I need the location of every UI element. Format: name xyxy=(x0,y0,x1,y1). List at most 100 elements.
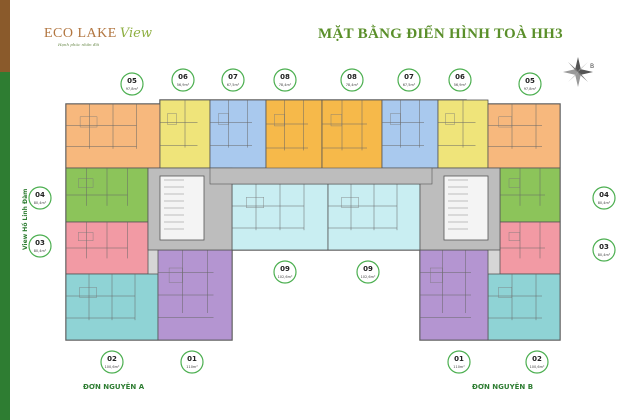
marker-01-right-circle xyxy=(447,350,471,374)
unit-07-right xyxy=(381,99,439,169)
marker-04-left-area: 80,4m² xyxy=(34,201,47,205)
unit-03-right xyxy=(499,221,561,275)
marker-07-left-area: 67,5m² xyxy=(227,83,240,87)
marker-08-right-circle xyxy=(340,68,364,92)
marker-07-left-circle xyxy=(221,68,245,92)
marker-07-right: 07 67,5m² xyxy=(397,68,421,92)
marker-04-left-code: 04 xyxy=(35,191,45,199)
wing-a-label: ĐƠN NGUYÊN A xyxy=(83,383,145,391)
marker-08-left-circle xyxy=(273,68,297,92)
wing-b-label: ĐƠN NGUYÊN B xyxy=(472,383,534,391)
unit-07-left-area xyxy=(209,99,267,169)
marker-04-right-circle xyxy=(592,186,616,210)
marker-04-right-area: 80,4m² xyxy=(598,201,611,205)
marker-06-right-circle xyxy=(448,68,472,92)
marker-07-right-code: 07 xyxy=(404,73,414,81)
unit-05-right xyxy=(487,103,561,169)
marker-05-left-circle xyxy=(120,72,144,96)
marker-01-left-code: 01 xyxy=(187,355,197,363)
unit-03-left-bed xyxy=(78,232,94,241)
unit-03-right-bed xyxy=(508,232,521,241)
marker-05-right-code: 05 xyxy=(525,77,535,85)
marker-06-right-code: 06 xyxy=(455,73,465,81)
unit-04-left-bed xyxy=(78,178,94,188)
marker-05-right: 05 97,8m² xyxy=(518,72,542,96)
logo-tagline: Hạnh phúc nhân đôi xyxy=(58,42,100,47)
unit-02-left xyxy=(65,273,159,341)
marker-02-left-circle xyxy=(100,350,124,374)
marker-06-right-area: 56,9m² xyxy=(454,83,467,87)
marker-04-right: 04 80,4m² xyxy=(592,186,616,210)
marker-05-right-circle xyxy=(518,72,542,96)
marker-03-left-code: 03 xyxy=(35,239,45,247)
side-strip-brown xyxy=(0,0,10,72)
marker-09-right-circle xyxy=(356,260,380,284)
unit-05-left xyxy=(65,103,161,169)
marker-06-right: 06 56,9m² xyxy=(448,68,472,92)
unit-02-left-bed xyxy=(79,287,97,298)
central-corridor xyxy=(209,167,433,185)
marker-02-right-circle xyxy=(525,350,549,374)
unit-08-left xyxy=(265,99,323,173)
marker-07-right-circle xyxy=(397,68,421,92)
marker-01-right-area: 110m² xyxy=(453,365,465,369)
marker-06-left-area: 56,9m² xyxy=(177,83,190,87)
logo-script-text: View xyxy=(119,26,152,41)
marker-09-left-circle xyxy=(273,260,297,284)
unit-05-left-bed xyxy=(79,116,98,128)
unit-07-left xyxy=(209,99,267,169)
marker-05-left-code: 05 xyxy=(127,77,137,85)
unit-06-right xyxy=(437,99,489,169)
unit-02-right-area xyxy=(487,273,561,341)
marker-04-left-circle xyxy=(28,186,52,210)
unit-02-right-bed xyxy=(498,287,512,298)
marker-09-left-code: 09 xyxy=(280,265,290,273)
unit-06-left-bed xyxy=(167,113,177,125)
marker-07-left-code: 07 xyxy=(228,73,238,81)
marker-09-left-area: 102,6m² xyxy=(278,275,293,279)
unit-08-right-bed xyxy=(330,114,343,127)
marker-08-right-code: 08 xyxy=(347,73,357,81)
marker-02-right-code: 02 xyxy=(532,355,542,363)
unit-03-left xyxy=(65,221,149,275)
marker-01-right: 01 110m² xyxy=(447,350,471,374)
unit-09-right xyxy=(327,183,421,251)
unit-04-right xyxy=(499,167,561,223)
unit-09-right-bed xyxy=(341,196,359,208)
unit-06-right-bed xyxy=(445,113,455,125)
compass-direction-label: B xyxy=(590,63,595,70)
marker-09-left: 09 102,6m² xyxy=(273,260,297,284)
unit-05-right-area xyxy=(487,103,561,169)
marker-08-left-code: 08 xyxy=(280,73,290,81)
marker-02-left-code: 02 xyxy=(107,355,117,363)
unit-01-right-bed xyxy=(430,267,443,283)
marker-07-left: 07 67,5m² xyxy=(221,68,245,92)
marker-01-right-code: 01 xyxy=(454,355,464,363)
marker-08-left-area: 78,4m² xyxy=(279,83,292,87)
unit-08-right-area xyxy=(321,99,383,173)
marker-05-right-area: 97,8m² xyxy=(524,87,537,91)
marker-09-right: 09 102,6m² xyxy=(356,260,380,284)
marker-09-right-code: 09 xyxy=(363,265,373,273)
unit-01-left-bed xyxy=(168,267,183,283)
marker-04-right-code: 04 xyxy=(599,191,609,199)
marker-07-right-area: 67,5m² xyxy=(403,83,416,87)
marker-08-left: 08 78,4m² xyxy=(273,68,297,92)
side-strip-green xyxy=(0,72,10,420)
unit-04-left xyxy=(65,167,149,223)
marker-04-left: 04 80,4m² xyxy=(28,186,52,210)
unit-09-left-bed xyxy=(246,196,264,208)
logo-main-text: ECO LAKE xyxy=(44,26,117,41)
compass-icon xyxy=(563,57,593,87)
marker-09-right-area: 102,6m² xyxy=(361,275,376,279)
unit-06-left xyxy=(159,99,211,169)
